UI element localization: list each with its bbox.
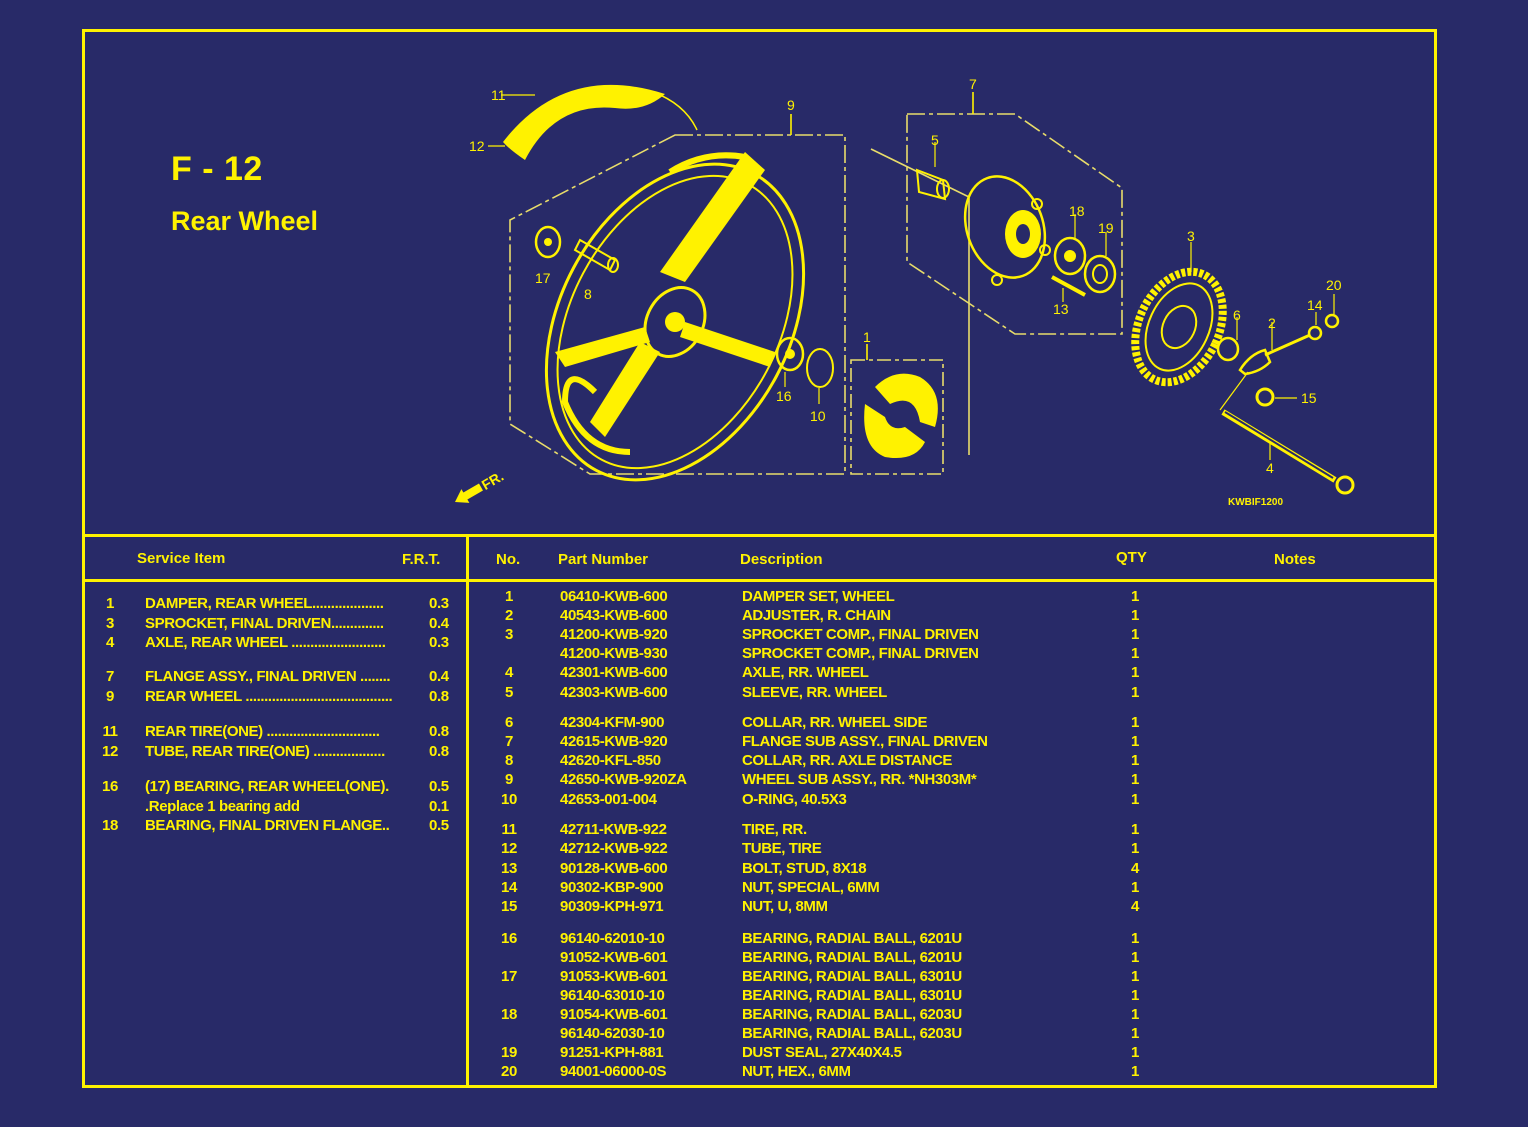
callout-1: 1 [863, 329, 871, 345]
wheel-exploded-illustration: FR. 11 12 9 7 5 18 19 3 20 14 6 2 13 17 … [455, 76, 1355, 503]
header-row-divider [85, 579, 1434, 582]
description-header: Description [740, 551, 823, 568]
callout-20: 20 [1326, 277, 1342, 293]
callout-16: 16 [776, 388, 792, 404]
callout-18: 18 [1069, 203, 1085, 219]
front-direction-label: FR. [479, 468, 507, 493]
callout-2: 2 [1268, 315, 1276, 331]
callout-7: 7 [969, 76, 977, 92]
qty-header: QTY [1116, 549, 1147, 566]
callout-15: 15 [1301, 390, 1317, 406]
parts-page-frame: F - 12 Rear Wheel [82, 29, 1437, 1088]
exploded-diagram: F - 12 Rear Wheel [85, 32, 1434, 534]
callout-3: 3 [1187, 228, 1195, 244]
service-item-header: Service Item [137, 550, 226, 567]
part-number-header: Part Number [558, 551, 649, 568]
callout-19: 19 [1098, 220, 1114, 236]
no-header: No. [496, 551, 521, 568]
callout-17: 17 [535, 270, 551, 286]
notes-header: Notes [1274, 551, 1316, 568]
callout-11: 11 [491, 87, 506, 103]
callout-9: 9 [787, 97, 795, 113]
page-title: Rear Wheel [171, 206, 319, 236]
column-divider [466, 534, 469, 1085]
callout-12: 12 [469, 138, 485, 154]
page-code: F - 12 [171, 150, 263, 188]
illustration-ref-code: KWBIF1200 [1228, 497, 1284, 508]
callout-4: 4 [1266, 460, 1274, 476]
callout-13: 13 [1053, 301, 1069, 317]
frt-header: F.R.T. [402, 551, 441, 568]
callout-8: 8 [584, 286, 592, 302]
callout-14: 14 [1307, 297, 1323, 313]
callout-5: 5 [931, 132, 939, 148]
callout-10: 10 [810, 408, 826, 424]
callout-6: 6 [1233, 307, 1241, 323]
diagram-table-divider [85, 534, 1434, 537]
